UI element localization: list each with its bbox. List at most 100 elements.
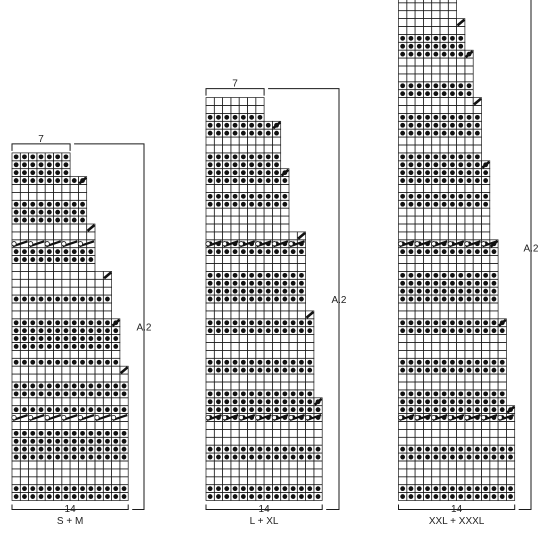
knit-square xyxy=(61,421,71,430)
cable-twist xyxy=(447,414,453,421)
knit-square xyxy=(296,350,306,359)
knit-square xyxy=(69,223,79,233)
purl-dot xyxy=(274,407,279,413)
purl-dot xyxy=(408,359,414,365)
knit-square xyxy=(398,231,408,241)
knit-square xyxy=(456,342,466,351)
purl-dot xyxy=(240,122,246,128)
knit-square xyxy=(481,468,491,478)
chart-row xyxy=(398,436,516,446)
knit-square xyxy=(447,223,457,233)
purl-dot xyxy=(207,296,213,302)
chart-row xyxy=(398,263,499,272)
purl-dot xyxy=(121,407,127,413)
knit-square xyxy=(313,468,323,478)
knit-square xyxy=(439,18,449,27)
chart-row xyxy=(11,429,129,438)
purl-dot xyxy=(416,280,422,286)
knit-square xyxy=(53,286,63,296)
purl-dot xyxy=(274,359,279,365)
purl-dot xyxy=(290,320,296,326)
knit-square xyxy=(247,215,257,225)
chart-row xyxy=(205,255,306,264)
chart-row xyxy=(398,231,491,241)
purl-dot xyxy=(88,336,94,341)
purl-dot xyxy=(207,170,213,176)
size-label: XXL + XXXL xyxy=(429,516,485,527)
purl-dot xyxy=(13,407,19,413)
knit-square xyxy=(439,0,449,4)
purl-dot xyxy=(249,249,255,255)
purl-dot xyxy=(499,494,505,499)
cable-twist xyxy=(27,414,34,421)
chart-row xyxy=(205,350,315,359)
knit-square xyxy=(431,263,441,272)
purl-dot xyxy=(38,359,44,365)
purl-dot xyxy=(80,494,85,499)
chart-row xyxy=(398,199,491,209)
knit-square xyxy=(464,57,474,67)
purl-dot xyxy=(224,320,230,326)
knit-square xyxy=(414,0,424,4)
purl-dot xyxy=(121,430,127,436)
knit-square xyxy=(78,271,88,280)
purl-dot xyxy=(224,296,230,302)
purl-dot xyxy=(257,486,263,492)
knit-square xyxy=(406,184,416,193)
purl-dot xyxy=(38,328,44,334)
knit-square xyxy=(497,429,507,438)
knit-square xyxy=(238,421,248,430)
cable-twist xyxy=(27,241,34,247)
repeat-bracket xyxy=(518,0,532,510)
purl-dot xyxy=(30,383,36,389)
purl-dot xyxy=(46,359,52,365)
knit-square xyxy=(102,468,112,478)
purl-dot xyxy=(105,383,110,389)
purl-dot xyxy=(257,193,263,199)
chart-row xyxy=(11,160,71,170)
stitch-grid xyxy=(11,152,129,501)
knit-square xyxy=(213,144,223,154)
purl-dot xyxy=(55,486,61,492)
knit-square xyxy=(28,350,38,359)
knit-square xyxy=(406,381,416,391)
knit-square xyxy=(472,302,482,312)
knit-square xyxy=(11,476,21,486)
cable-twist xyxy=(238,241,244,247)
knit-square xyxy=(447,429,457,438)
purl-dot xyxy=(55,344,61,349)
purl-dot xyxy=(290,328,296,334)
knit-square xyxy=(506,405,516,414)
purl-dot xyxy=(400,91,406,97)
knit-square xyxy=(447,334,457,343)
purl-dot xyxy=(46,178,52,183)
knit-square xyxy=(398,184,408,193)
purl-dot xyxy=(274,391,279,397)
purl-dot xyxy=(216,154,221,160)
purl-dot xyxy=(207,446,213,452)
decrease-slash xyxy=(111,318,121,327)
knit-square xyxy=(78,310,88,320)
purl-dot xyxy=(450,114,455,120)
purl-dot xyxy=(458,454,464,460)
purl-dot xyxy=(425,130,430,136)
knit-square xyxy=(431,136,441,146)
knit-square xyxy=(288,255,298,264)
knit-square xyxy=(481,460,491,470)
purl-dot xyxy=(508,446,513,452)
knit-square xyxy=(423,73,433,83)
knit-square xyxy=(431,381,441,391)
knit-square xyxy=(305,373,315,383)
knit-square xyxy=(53,192,63,201)
purl-dot xyxy=(400,170,406,176)
purl-dot xyxy=(207,114,213,120)
knit-square xyxy=(19,271,29,280)
purl-dot xyxy=(224,407,230,413)
purl-dot xyxy=(46,201,52,207)
knit-square xyxy=(205,342,215,351)
purl-dot xyxy=(22,430,27,436)
knit-square xyxy=(497,318,507,328)
knit-square xyxy=(69,192,79,201)
knit-square xyxy=(472,381,482,391)
knit-square xyxy=(464,73,474,83)
